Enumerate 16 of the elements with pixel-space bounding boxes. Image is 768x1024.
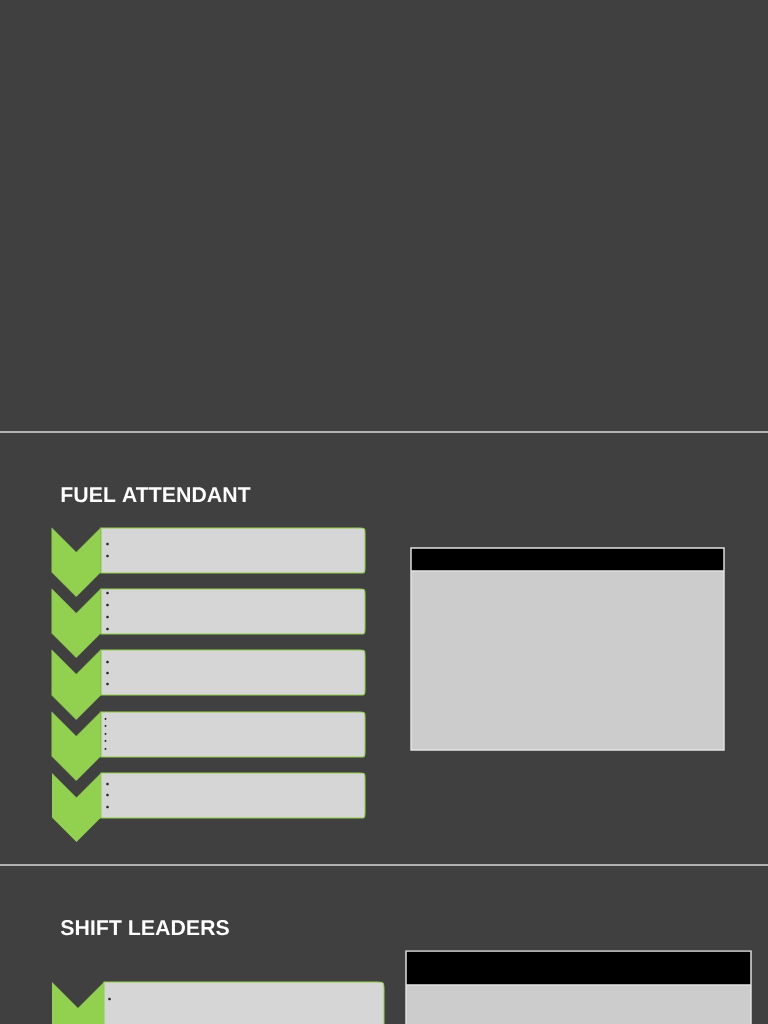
empty-table [410,547,725,751]
rounded-box [100,527,366,574]
chevron-arrow [51,711,101,781]
heading: FUEL ATTENDANT [61,487,251,503]
chevron-arrow [51,649,101,720]
chevron [52,773,101,842]
empty-table [405,950,752,1024]
rounded-box [100,711,366,758]
chevron [52,982,104,1024]
rounded-box [100,649,366,696]
rounded-box [100,772,366,819]
heading: SHIFT LEADERS [60,920,229,936]
rounded-box [100,588,366,635]
chevron-arrow [51,588,101,658]
rounded-box [103,981,385,1024]
chevron-arrow [51,527,101,597]
